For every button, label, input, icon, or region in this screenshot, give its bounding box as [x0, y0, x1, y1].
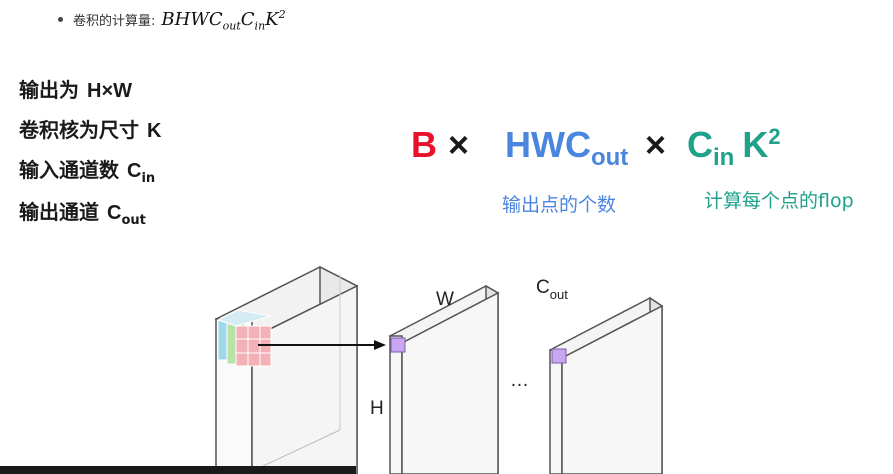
- bullet-row: 卷积的计算量: BHWCoutCinK2: [58, 8, 286, 33]
- term-hwc-out: HWCout: [505, 124, 629, 172]
- label-c-out: Cout: [536, 277, 568, 302]
- term-batch: B: [411, 124, 437, 165]
- kernel-cube: [216, 309, 272, 367]
- times-sign-2: ×: [645, 124, 667, 165]
- times-sign-1: ×: [448, 124, 470, 165]
- arrow-icon: [258, 340, 386, 350]
- bullet-dot: [58, 17, 63, 22]
- bullet-formula: BHWCoutCinK2: [161, 8, 286, 33]
- label-flop-per-point: 计算每个点的flop: [704, 190, 854, 212]
- label-w: W: [436, 289, 454, 310]
- output-slice-1: [388, 284, 500, 474]
- input-feature-volume: [214, 265, 359, 474]
- output-slice-2: [548, 296, 664, 474]
- label-output-points: 输出点的个数: [502, 194, 617, 216]
- label-h: H: [370, 398, 384, 419]
- bullet-label: 卷积的计算量:: [73, 14, 156, 29]
- ellipsis: …: [510, 370, 529, 391]
- bottom-bar: [0, 466, 356, 474]
- convolution-diagram: W H … Cout: [0, 265, 664, 474]
